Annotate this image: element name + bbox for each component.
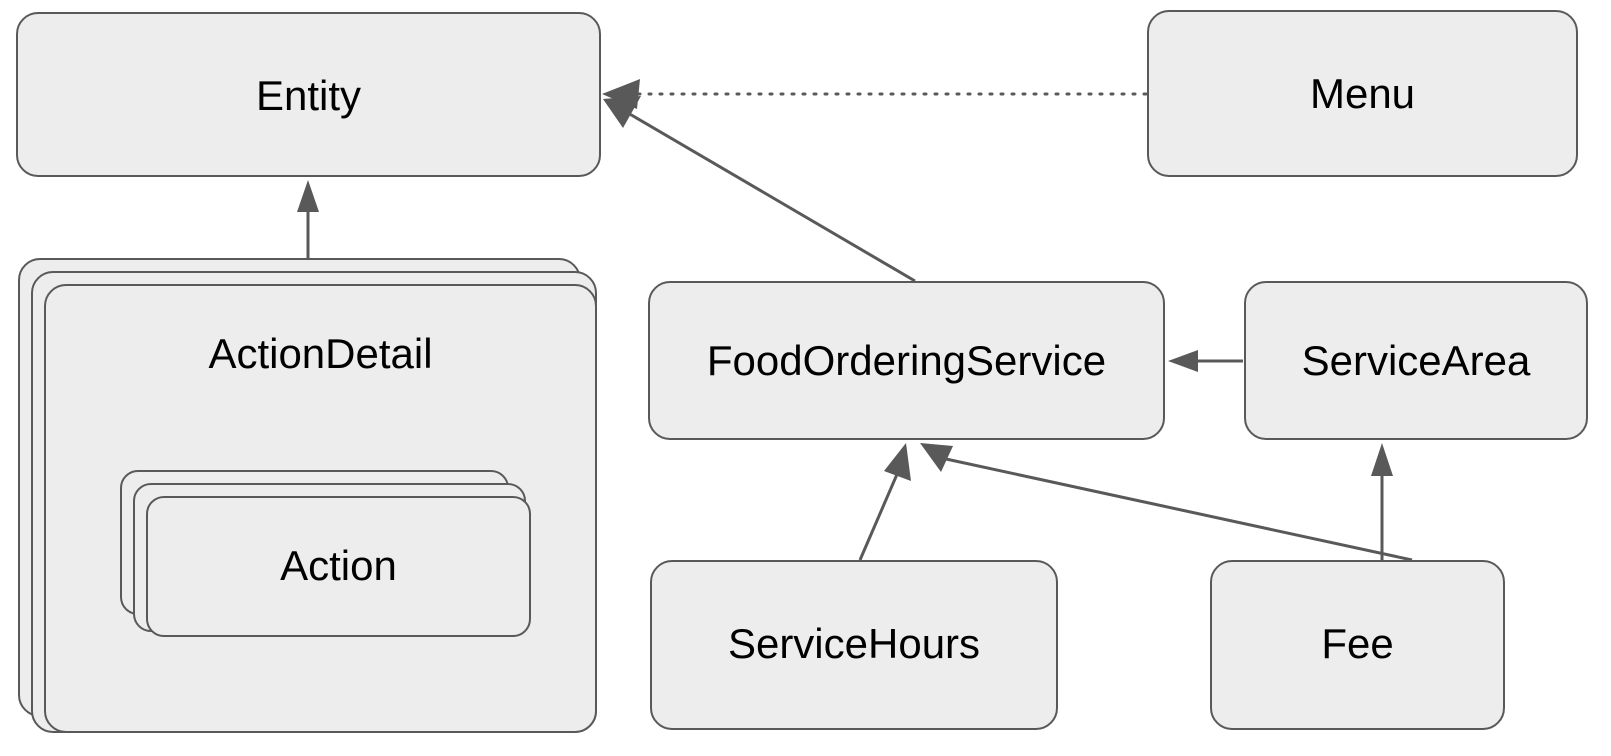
- node-entity[interactable]: Entity: [16, 12, 601, 177]
- edge-menu-to-entity: [602, 79, 1148, 109]
- node-fee[interactable]: Fee: [1210, 560, 1505, 730]
- node-entity-label: Entity: [255, 72, 362, 119]
- node-menu-label: Menu: [1309, 70, 1416, 117]
- node-service-hours-label: ServiceHours: [727, 620, 981, 667]
- node-service-hours[interactable]: ServiceHours: [650, 560, 1058, 730]
- node-fee-label: Fee: [1321, 620, 1394, 667]
- node-menu[interactable]: Menu: [1147, 10, 1578, 177]
- edge-foodorderingservice-to-entity: [603, 96, 916, 283]
- edge-actiondetail-to-entity: [297, 180, 319, 262]
- edge-servicehours-to-foodorderingservice: [858, 443, 911, 561]
- node-service-area-label: ServiceArea: [1301, 337, 1531, 384]
- node-action-label: Action: [280, 542, 397, 589]
- edge-fee-to-servicearea: [1371, 443, 1393, 560]
- edge-fee-to-foodorderingservice: [920, 443, 1413, 562]
- node-food-ordering-service[interactable]: FoodOrderingService: [648, 281, 1165, 440]
- edge-servicearea-to-foodorderingservice: [1168, 350, 1243, 372]
- node-action[interactable]: Action: [146, 496, 531, 637]
- node-action-detail-label: ActionDetail: [208, 330, 433, 377]
- node-service-area[interactable]: ServiceArea: [1244, 281, 1588, 440]
- node-food-ordering-service-label: FoodOrderingService: [706, 337, 1107, 384]
